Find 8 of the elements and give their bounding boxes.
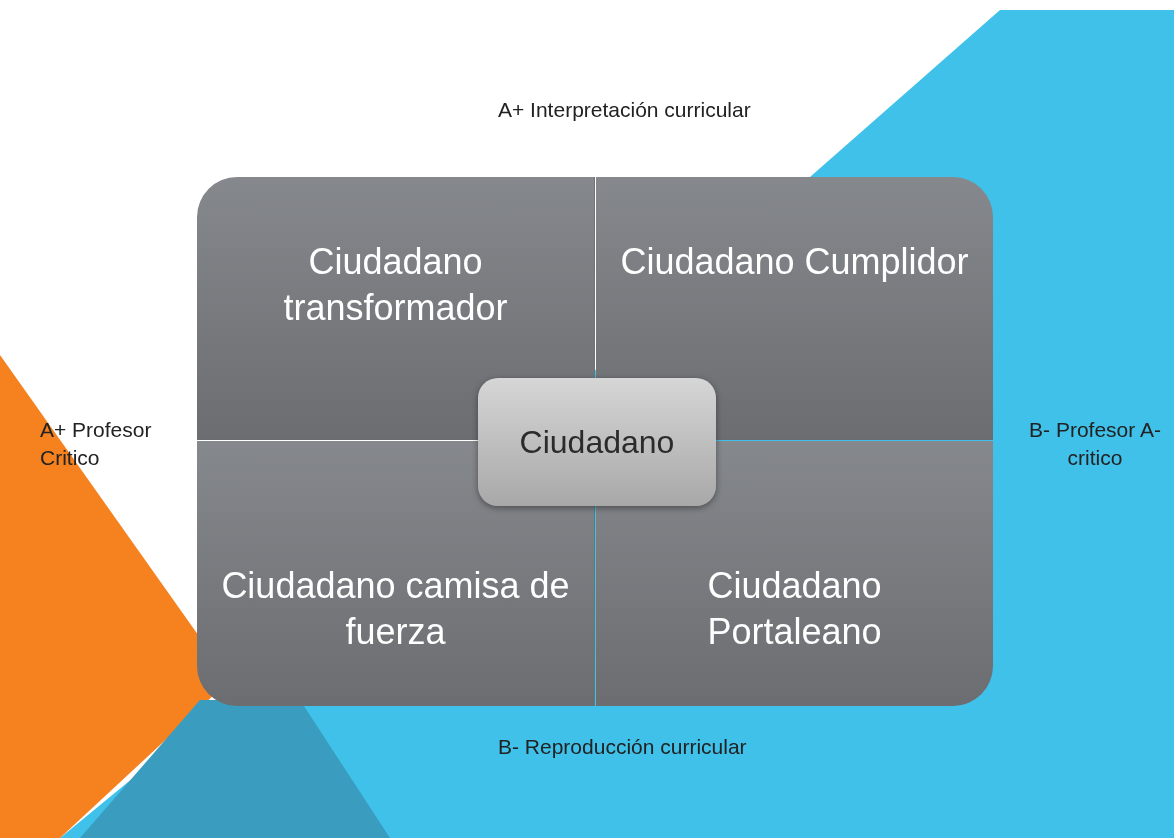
axis-label: A+ Interpretación curricular [498,97,752,123]
quadrant-label: Ciudadano camisa de fuerza [220,564,571,654]
axis-label: B- Reproducción curricular [498,734,748,760]
axis-label: B- Profesor A-critico [1028,417,1162,471]
quadrant-label: Ciudadano Portaleano [706,564,883,654]
center-box: Ciudadano [478,378,716,506]
quadrant-label: Ciudadano Cumplidor [619,240,970,284]
quadrant-label: Ciudadano transformador [282,240,509,330]
